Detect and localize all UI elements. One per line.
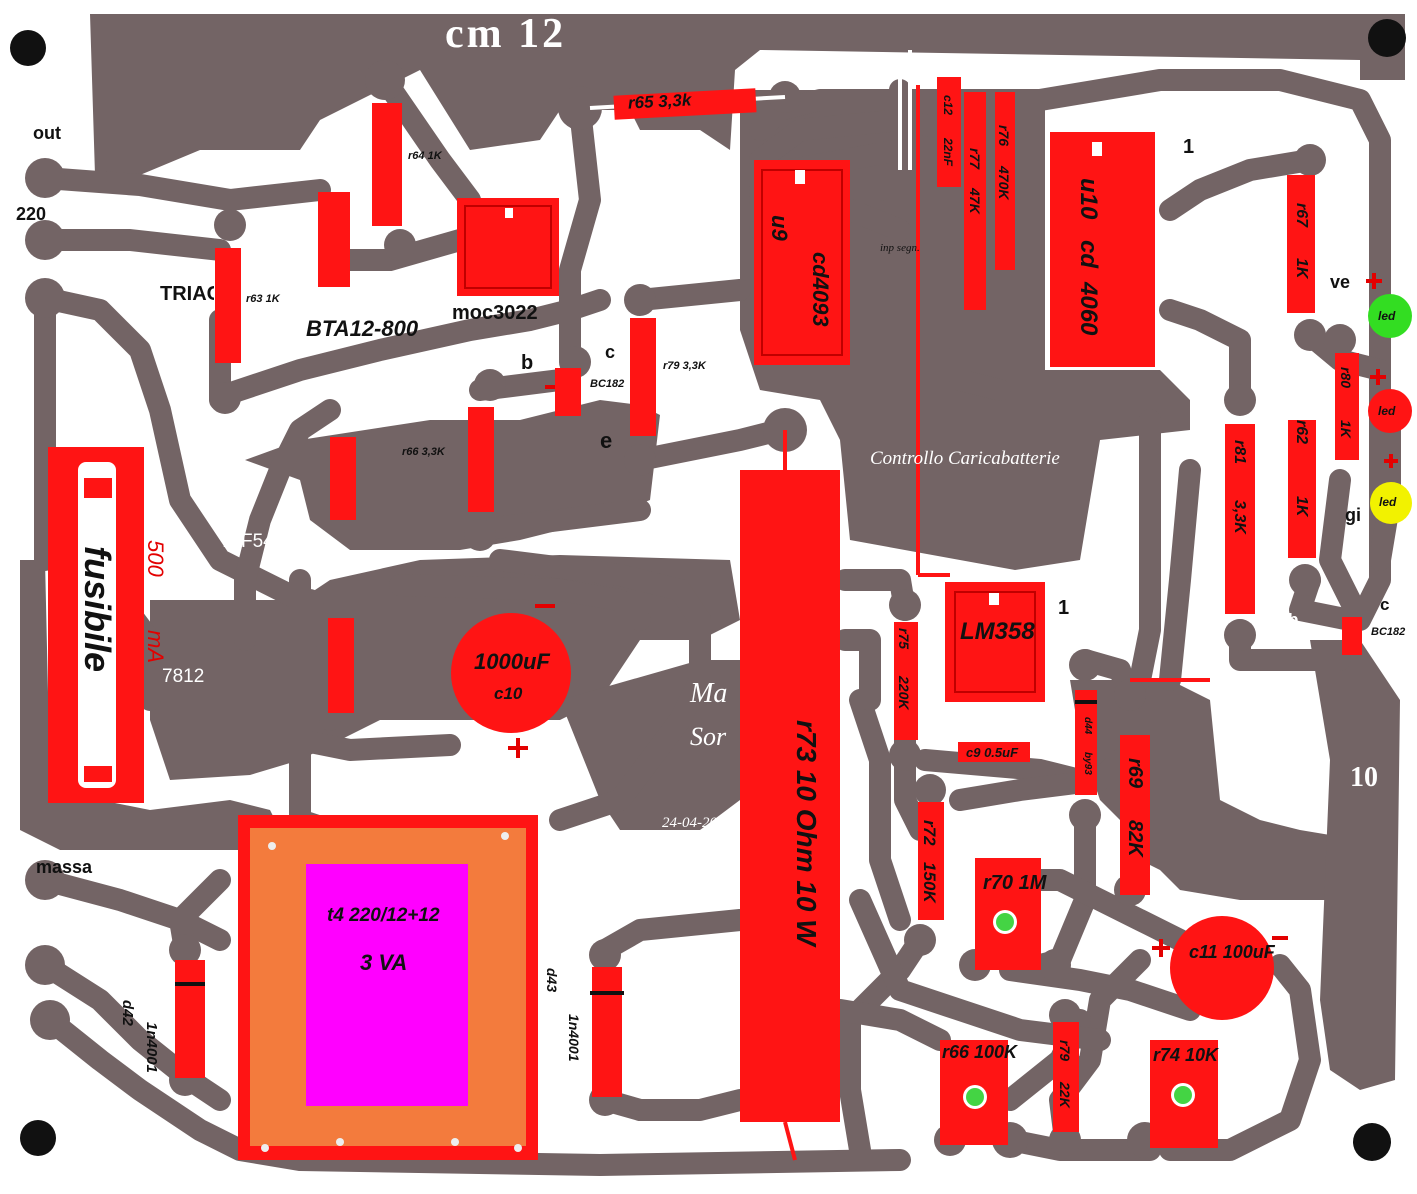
ic-lm358 (945, 582, 1045, 702)
capacitors (451, 613, 1274, 1020)
components-small (175, 77, 1362, 1132)
mounting-hole-bottom-right (1353, 1123, 1391, 1161)
diode-bands (175, 700, 1097, 995)
fuse (48, 447, 144, 803)
mounting-hole-bottom-left (20, 1120, 56, 1156)
ic-moc3022 (457, 198, 559, 296)
red-wires (916, 85, 1210, 682)
polarity-marks (508, 273, 1398, 957)
copper-traces (34, 69, 1401, 1176)
transformer-t4 (238, 815, 538, 1160)
mounting-holes (10, 19, 1406, 1161)
ic-u10 (1050, 132, 1155, 367)
trimmers (940, 858, 1218, 1148)
resistor-r73 (740, 470, 840, 1122)
ic-u9 (754, 160, 850, 365)
leds (1368, 294, 1412, 524)
mounting-hole-top-left (10, 30, 46, 66)
mounting-hole-top-right (1368, 19, 1406, 57)
